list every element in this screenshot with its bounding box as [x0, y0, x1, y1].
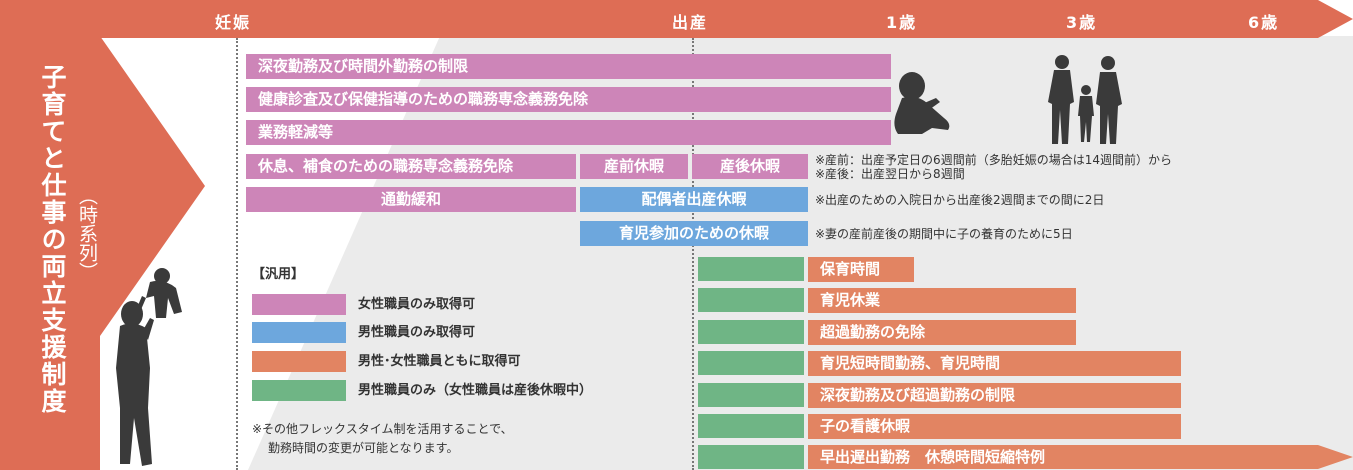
bar-late-night-overtime-limit-childcare: 深夜勤務及び超過勤務の制限	[808, 383, 1181, 408]
timeline-label-birth: 出産	[672, 13, 709, 32]
timeline-label-pregnancy: 妊娠	[215, 13, 252, 32]
legend-swatch-male-during-leave	[252, 380, 346, 401]
note-spouse-leave: ※出産のための入院日から出産後2週間までの間に2日	[815, 193, 1105, 207]
birth-divider	[692, 38, 694, 470]
green-segment-nursing	[698, 257, 804, 281]
green-segment-late-night-limit	[698, 383, 804, 407]
footnote-line2: 勤務時間の変更が可能となります。	[268, 441, 459, 455]
legend-label-female-only: 女性職員のみ取得可	[358, 297, 476, 312]
note-childcare-participation: ※妻の産前産後の期間中に子の養育のために5日	[815, 227, 1073, 241]
bar-childcare-participation-leave: 育児参加のための休暇	[580, 221, 808, 246]
bar-spouse-birth-leave: 配偶者出産休暇	[580, 187, 808, 212]
legend-swatch-male-only	[252, 322, 346, 343]
family-silhouette-icon	[1048, 55, 1122, 144]
bar-short-hours-childcare-time: 育児短時間勤務、育児時間	[808, 351, 1181, 376]
bar-work-reduction: 業務軽減等	[246, 120, 891, 145]
bar-overtime-exemption: 超過勤務の免除	[808, 320, 1076, 345]
green-segment-sick-child-leave	[698, 414, 804, 438]
baby-silhouette-icon	[894, 72, 950, 134]
timeline-label-age1: 1歳	[886, 13, 918, 32]
footnote-line1: ※その他フレックスタイム制を活用することで、	[252, 422, 513, 436]
green-segment-overtime-exemption	[698, 320, 804, 344]
legend-swatch-female-only	[252, 294, 346, 315]
bar-postnatal-leave: 産後休暇	[692, 154, 808, 179]
bar-rest-meal-exemption: 休息、補食のための職務専念義務免除	[246, 154, 576, 179]
side-title: 子育てと仕事の両立支援制度	[38, 64, 67, 415]
green-segment-short-hours	[698, 351, 804, 375]
green-segment-flex-start	[698, 445, 804, 469]
legend-label-male-during-leave: 男性職員のみ（女性職員は産後休暇中）	[358, 383, 593, 398]
pregnancy-divider	[236, 38, 238, 470]
legend-swatch-both	[252, 351, 346, 372]
bar-flex-start-shortened-break: 早出遅出勤務 休憩時間短縮特例	[808, 445, 1353, 469]
timeline-label-age6: 6歳	[1248, 13, 1280, 32]
bar-nursing-time: 保育時間	[808, 257, 914, 282]
side-subtitle: （時系列）	[76, 186, 98, 281]
bar-sick-child-leave: 子の看護休暇	[808, 414, 1181, 439]
legend-label-male-only: 男性職員のみ取得可	[358, 325, 476, 340]
bar-prenatal-leave: 産前休暇	[580, 154, 688, 179]
legend-heading: 【汎用】	[252, 267, 305, 282]
bar-childcare-leave: 育児休業	[808, 288, 1076, 313]
bar-commute-relief: 通勤緩和	[246, 187, 576, 212]
note-postnatal: ※産後：出産翌日から8週間	[815, 167, 965, 181]
timeline-label-age3: 3歳	[1066, 13, 1098, 32]
bar-late-night-overtime-limit: 深夜勤務及び時間外勤務の制限	[246, 54, 891, 79]
legend-label-both: 男性･女性職員ともに取得可	[358, 354, 521, 369]
timeline-arrow	[0, 0, 1353, 38]
bar-health-checkup-exemption: 健康診査及び保健指導のための職務専念義務免除	[246, 87, 891, 112]
green-segment-childcare-leave	[698, 288, 804, 312]
parent-lifting-child-icon	[116, 268, 182, 466]
note-prenatal: ※産前：出産予定日の6週間前（多胎妊娠の場合は14週間前）から	[815, 153, 1172, 167]
